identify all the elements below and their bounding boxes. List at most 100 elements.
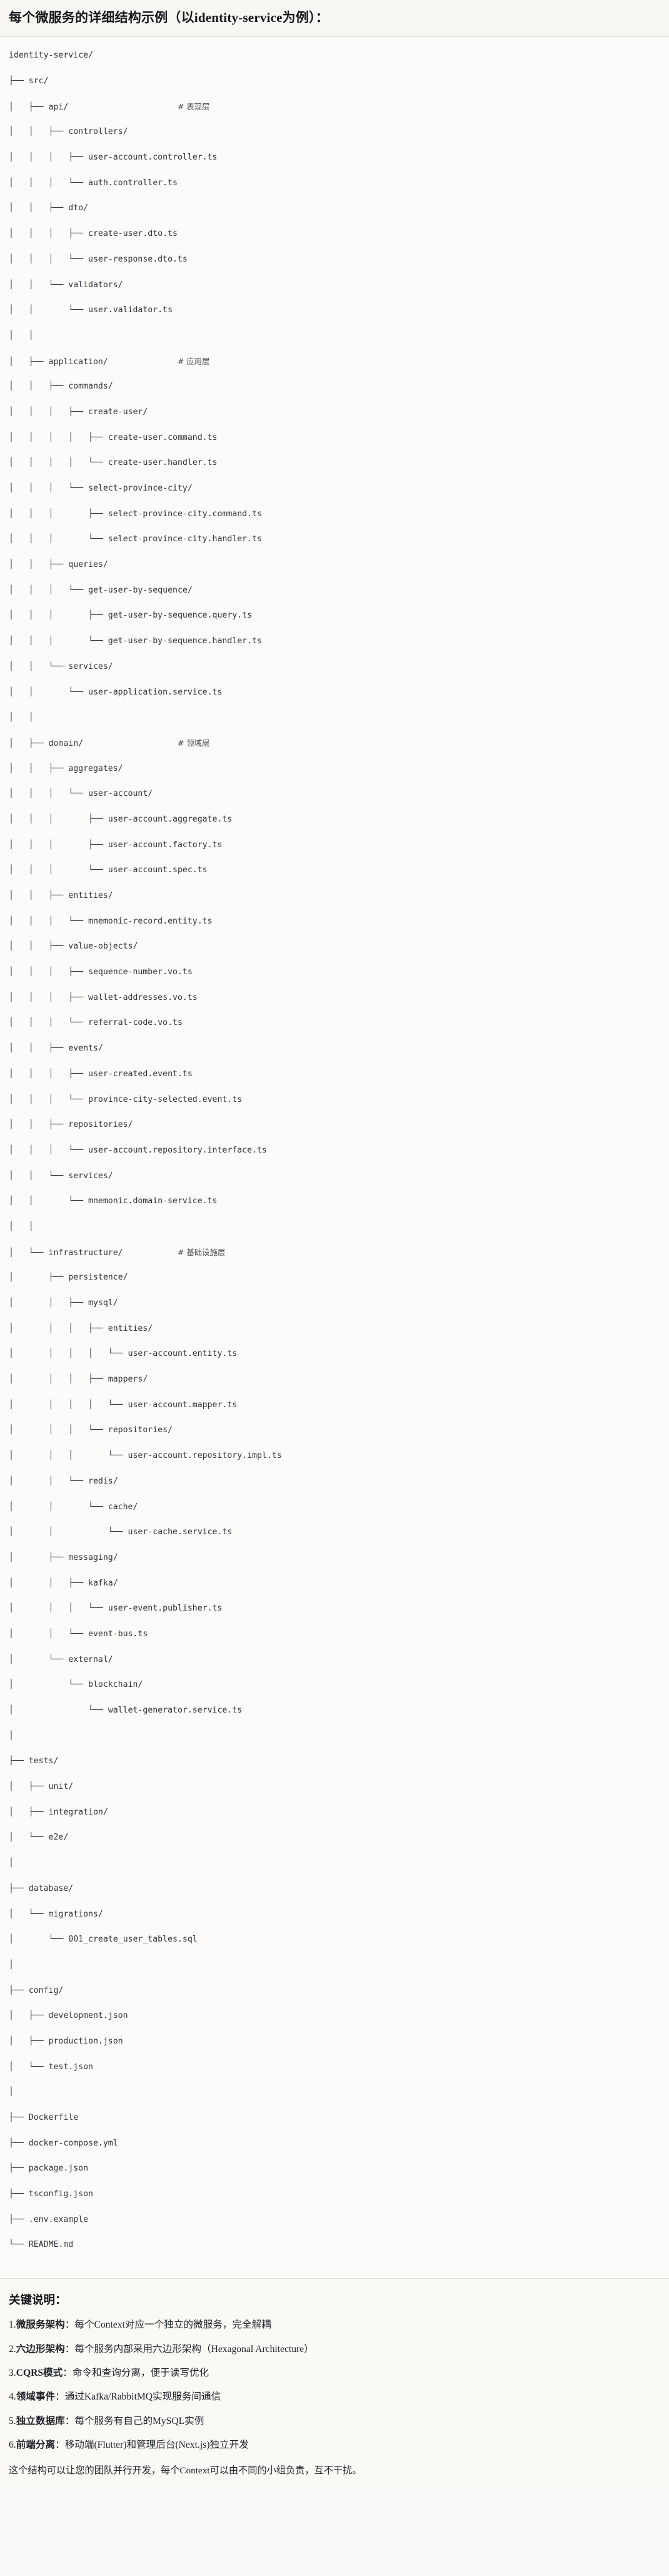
tree-line-path: ├── docker-compose.yml (9, 2138, 118, 2148)
tree-line-path: │ │ └── validators/ (9, 280, 123, 290)
tree-line-path: │ │ │ └── select-province-city.handler.t… (9, 534, 262, 544)
tree-line-path: │ │ └── user-application.service.ts (9, 687, 223, 697)
key-note-item: 3.CQRS模式：命令和查询分离，便于读写优化 (9, 2366, 660, 2380)
tree-line: │ │ └── validators/ (9, 279, 660, 292)
tree-line-path: │ │ │ └── user-account.repository.interf… (9, 1145, 267, 1155)
tree-line: │ │ ├── value-objects/ (9, 940, 660, 953)
tree-line-path: │ │ ├── dto/ (9, 203, 89, 213)
key-note-description: 命令和查询分离，便于读写优化 (72, 2367, 209, 2378)
key-note-description: 移动端(Flutter)和管理后台(Next.js)独立开发 (64, 2440, 249, 2451)
key-note-number: 3. (9, 2367, 16, 2378)
tree-line: │ ├── messaging/ (9, 1552, 660, 1564)
tree-line-comment: # 应用层 (177, 356, 210, 366)
tree-line: │ │ └── services/ (9, 661, 660, 673)
tree-line-path: │ └── wallet-generator.service.ts (9, 1706, 243, 1716)
tree-line: │ │ └── services/ (9, 1170, 660, 1183)
tree-line-path: ├── tsconfig.json (9, 2189, 93, 2199)
tree-line-path: │ │ │ └── select-province-city/ (9, 484, 193, 494)
tree-line: │ └── external/ (9, 1654, 660, 1666)
tree-line-path: │ │ └── event-bus.ts (9, 1629, 148, 1639)
tree-comment-spacer (123, 1248, 178, 1258)
tree-line: │ ├── application/ # 应用层 (9, 355, 660, 368)
tree-line-path: │ │ └── cache/ (9, 1502, 138, 1512)
tree-line-path: │ └── 001_create_user_tables.sql (9, 1935, 198, 1945)
tree-line: │ │ ├── events/ (9, 1042, 660, 1055)
key-note-item: 4.领域事件：通过Kafka/RabbitMQ实现服务间通信 (9, 2390, 660, 2404)
tree-line: ├── docker-compose.yml (9, 2137, 660, 2150)
key-note-term: 前端分离 (16, 2440, 56, 2451)
tree-line: │ │ └── user.validator.ts (9, 304, 660, 317)
tree-line: ├── database/ (9, 1883, 660, 1895)
tree-line-path: ├── .env.example (9, 2214, 89, 2224)
tree-line: │ │ │ └── get-user-by-sequence.handler.t… (9, 635, 660, 648)
tree-line-path: │ │ │ └── province-city-selected.event.t… (9, 1094, 243, 1104)
tree-line-path: ├── database/ (9, 1883, 74, 1893)
tree-line: │ └── blockchain/ (9, 1679, 660, 1691)
tree-line-path: │ └── migrations/ (9, 1909, 103, 1919)
tree-line: │ │ (9, 330, 660, 342)
tree-line: │ │ └── redis/ (9, 1475, 660, 1488)
tree-line-path: ├── config/ (9, 1985, 64, 1995)
tree-line: │ │ │ ├── user-account.aggregate.ts (9, 813, 660, 826)
tree-line: ├── tsconfig.json (9, 2188, 660, 2201)
tree-line: │ │ ├── mysql/ (9, 1297, 660, 1310)
key-note-term: 独立数据库 (16, 2415, 65, 2426)
tree-line-path: │ │ │ └── auth.controller.ts (9, 178, 178, 188)
tree-line-path: │ │ │ ├── user-account.controller.ts (9, 153, 218, 163)
tree-line-path: │ │ ├── commands/ (9, 382, 113, 392)
tree-line-path: │ │ └── mnemonic.domain-service.ts (9, 1196, 218, 1206)
tree-line-path: │ │ ├── entities/ (9, 891, 113, 901)
tree-line: │ │ │ └── user-account.repository.interf… (9, 1144, 660, 1157)
key-note-description: 每个服务内部采用六边形架构（Hexagonal Architecture） (74, 2343, 314, 2355)
tree-line-comment: # 表现层 (177, 101, 210, 111)
tree-line-path: │ │ │ └── mnemonic-record.entity.ts (9, 916, 213, 926)
tree-line: │ │ │ ├── mappers/ (9, 1373, 660, 1386)
tree-line: │ ├── api/ # 表现层 (9, 101, 660, 113)
tree-line: │ │ │ ├── entities/ (9, 1323, 660, 1335)
tree-line-path: │ │ │ ├── select-province-city.command.t… (9, 509, 262, 519)
tree-line-comment: # 领域层 (177, 738, 210, 748)
tree-comment-spacer (108, 357, 178, 367)
tree-comment-spacer (68, 103, 178, 112)
tree-line-path: │ │ ├── events/ (9, 1044, 103, 1054)
tree-line-path: │ │ │ ├── user-account.aggregate.ts (9, 814, 233, 824)
key-note-term: 领域事件 (16, 2391, 56, 2403)
tree-line: │ └── 001_create_user_tables.sql (9, 1933, 660, 1946)
tree-line-path: │ │ │ └── get-user-by-sequence/ (9, 585, 193, 595)
tree-line: │ │ ├── aggregates/ (9, 763, 660, 775)
tree-line-path: │ │ ├── mysql/ (9, 1298, 118, 1308)
tree-line: │ │ │ └── user-account.spec.ts (9, 864, 660, 877)
tree-line: ├── .env.example (9, 2214, 660, 2226)
tree-line: │ │ (9, 1221, 660, 1233)
tree-line: │ │ └── user-cache.service.ts (9, 1526, 660, 1539)
tree-line-path: │ │ │ ├── user-account.factory.ts (9, 840, 223, 850)
tree-line-path: │ (9, 1858, 14, 1868)
tree-line-path: │ │ │ └── user-account.repository.impl.t… (9, 1451, 282, 1461)
tree-line-path: │ └── e2e/ (9, 1833, 69, 1843)
tree-line-path: │ │ │ │ └── user-account.entity.ts (9, 1349, 238, 1359)
tree-line: │ │ │ └── mnemonic-record.entity.ts (9, 915, 660, 928)
tree-line-path: │ │ (9, 713, 34, 723)
tree-line: │ │ │ ├── user-account.controller.ts (9, 151, 660, 164)
key-note-separator: ： (55, 2391, 65, 2403)
tree-line: │ └── wallet-generator.service.ts (9, 1704, 660, 1717)
tree-line: │ │ │ ├── create-user.dto.ts (9, 228, 660, 240)
tree-line-path: │ │ │ ├── user-created.event.ts (9, 1069, 193, 1079)
tree-line-path: │ │ │ ├── get-user-by-sequence.query.ts (9, 611, 253, 621)
tree-line-path: │ └── blockchain/ (9, 1680, 143, 1690)
tree-line: │ │ │ └── user-account/ (9, 788, 660, 800)
tree-line-path: │ │ │ ├── entities/ (9, 1323, 153, 1333)
tree-line-path: │ │ ├── repositories/ (9, 1120, 133, 1130)
tree-line: │ │ (9, 711, 660, 724)
tree-line: │ │ │ └── province-city-selected.event.t… (9, 1094, 660, 1106)
tree-line: ├── package.json (9, 2162, 660, 2175)
tree-line-path: │ └── test.json (9, 2062, 93, 2072)
tree-line-path: │ │ ├── value-objects/ (9, 942, 138, 952)
key-note-separator: ： (64, 2415, 75, 2426)
key-note-item: 5.独立数据库：每个服务有自己的MySQL实例 (9, 2414, 660, 2428)
tree-line: │ └── migrations/ (9, 1908, 660, 1921)
tree-line: │ ├── unit/ (9, 1781, 660, 1793)
tree-line-path: │ (9, 1960, 14, 1970)
tree-comment-spacer (83, 739, 178, 748)
tree-line: │ └── infrastructure/ # 基础设施层 (9, 1246, 660, 1259)
